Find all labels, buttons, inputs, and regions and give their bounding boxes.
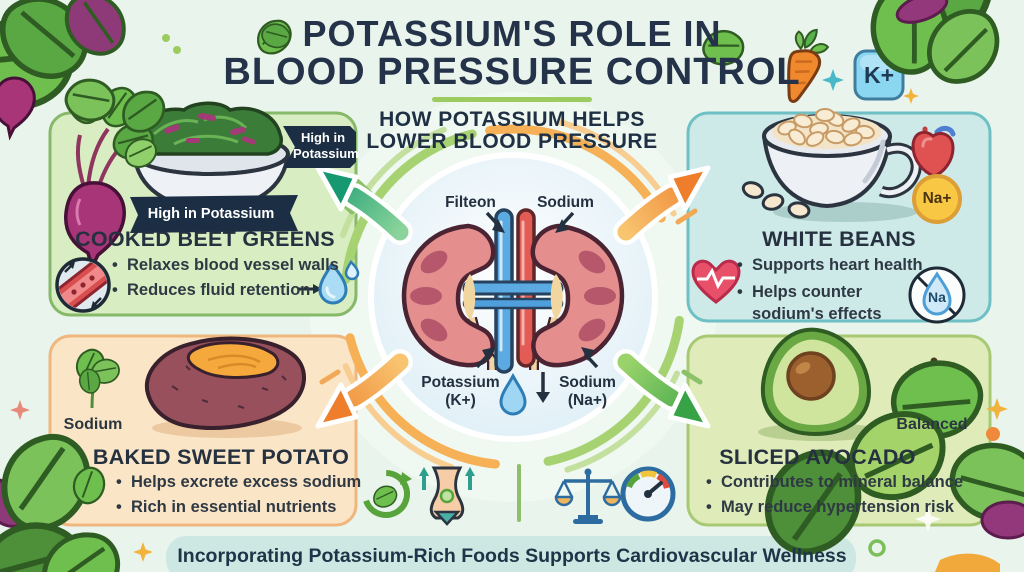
white-beans-title: WHITE BEANS bbox=[762, 227, 916, 251]
corner-leaves-bottom-right bbox=[748, 350, 1024, 572]
sodium-badge bbox=[912, 174, 962, 224]
sodium-droplet-label: Na bbox=[928, 289, 946, 305]
avocado-half bbox=[758, 327, 882, 441]
sparkles bbox=[0, 34, 1008, 562]
beet-greens-bullets: Relaxes blood vessel walls Reduces fluid… bbox=[112, 253, 339, 303]
bullet-item: Contributes to mineral balance bbox=[706, 470, 963, 495]
kidney-left bbox=[401, 223, 496, 368]
sweet-potato bbox=[144, 336, 306, 438]
avocado-bullets: Contributes to mineral balance May reduc… bbox=[706, 470, 963, 520]
heart-pulse-icon bbox=[691, 259, 741, 304]
kidney-label-sodium-bottom: Sodium bbox=[559, 374, 616, 391]
leaf-sprig bbox=[69, 343, 123, 409]
high-potassium-ribbon bbox=[130, 195, 298, 233]
cup-of-white-beans bbox=[741, 108, 922, 222]
subtitle-line1: HOW POTASSIUM HELPS bbox=[379, 108, 645, 131]
waist-icon bbox=[419, 466, 475, 526]
bullet-item: Reduces fluid retention bbox=[112, 278, 339, 303]
kidney-label-sodium-top: Sodium bbox=[537, 194, 594, 211]
arrow-to-avocado bbox=[613, 349, 711, 429]
bullet-item: Helps excrete excess sodium bbox=[116, 470, 361, 495]
bullet-item: Supports heart health bbox=[737, 253, 923, 278]
bullet-item: Helps counter sodium's effects bbox=[737, 281, 904, 325]
arrow-to-beet-greens bbox=[315, 165, 413, 245]
recycle-leaf-icon bbox=[362, 470, 412, 518]
sodium-droplet-icon bbox=[908, 266, 966, 324]
high-potassium-corner-badge bbox=[283, 126, 356, 168]
avocado-title: SLICED AVOCADO bbox=[719, 445, 916, 469]
corner-leaves-bottom-left bbox=[0, 424, 124, 572]
balance-scale-blue-icon bbox=[554, 468, 622, 524]
blood-vessel-icon bbox=[55, 257, 111, 313]
corner-leaves-top-left bbox=[0, 0, 169, 141]
kidney-label-na-plus: (Na+) bbox=[567, 392, 608, 409]
title-underline bbox=[432, 97, 592, 102]
gauge-icon bbox=[620, 466, 676, 522]
footer-banner bbox=[166, 536, 856, 572]
renal-branch-lower bbox=[462, 297, 564, 310]
white-beans-bullets: Supports heart health Helps counter sodi… bbox=[737, 253, 923, 325]
kidney-label-k-plus: (K+) bbox=[445, 392, 476, 409]
carrot-icon bbox=[787, 28, 830, 103]
footer-message: Incorporating Potassium-Rich Foods Suppo… bbox=[177, 545, 847, 567]
sodium-badge-label: Na+ bbox=[922, 190, 952, 207]
subtitle-line2: LOWER BLOOD PRESSURE bbox=[366, 130, 658, 153]
kidney-diagram bbox=[401, 208, 622, 416]
beet-decoration bbox=[0, 76, 36, 141]
sodium-label: Sodium bbox=[63, 416, 123, 433]
arrow-to-sweet-potato bbox=[315, 349, 413, 429]
renal-branch-upper bbox=[462, 280, 564, 296]
beet-greens-title: COOKED BEET GREENS bbox=[75, 227, 335, 251]
potassium-badge-label: K+ bbox=[863, 62, 895, 88]
kidney-label-potassium: Potassium bbox=[421, 374, 500, 391]
kidney-label-filter: Filteon bbox=[445, 194, 496, 211]
water-droplet-icon bbox=[499, 372, 527, 416]
bullet-item: May reduce hypertension risk bbox=[706, 495, 963, 520]
corner-badge-line2: Potassium bbox=[293, 146, 359, 161]
arrow-to-white-beans bbox=[613, 165, 711, 245]
balanced-label: Balanced bbox=[896, 416, 968, 433]
bowl-of-beet-greens bbox=[132, 101, 290, 219]
page-title-line1: POTASSIUM'S ROLE IN bbox=[302, 13, 722, 54]
bullet-item: Relaxes blood vessel walls bbox=[112, 253, 339, 278]
bullet-item: Rich in essential nutrients bbox=[116, 495, 361, 520]
page-title-line2: BLOOD PRESSURE CONTROL bbox=[223, 51, 801, 93]
corner-leaves-top-right bbox=[857, 0, 1013, 90]
corner-badge-line1: High in bbox=[300, 130, 346, 145]
sweet-potato-title: BAKED SWEET POTATO bbox=[92, 445, 350, 469]
sweet-potato-bullets: Helps excrete excess sodium Rich in esse… bbox=[116, 470, 361, 520]
flow-arrows bbox=[315, 165, 711, 429]
high-potassium-ribbon-label: High in Potassium bbox=[147, 206, 275, 222]
diagram-pointer-arrows bbox=[475, 211, 599, 403]
